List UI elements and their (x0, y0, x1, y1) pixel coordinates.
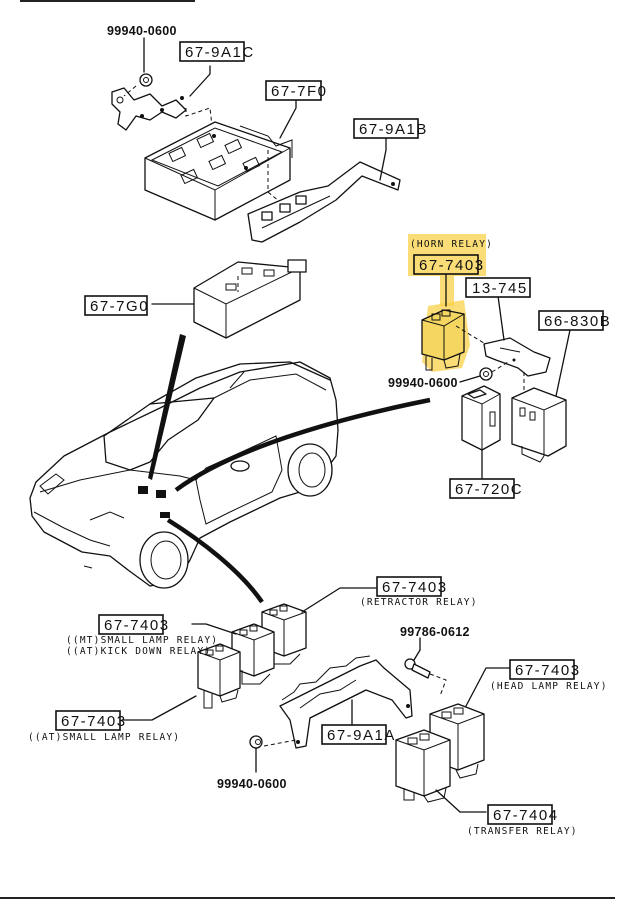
part-number-text: 67-7404 (493, 807, 559, 824)
nut-icon (139, 73, 153, 87)
label-nut-top: 99940-0600 (107, 24, 177, 38)
label-bracket-67-9a1c[interactable]: 67-9A1C (179, 41, 255, 62)
part-number-text: 67-9A1C (185, 44, 255, 61)
part-number-text: 99786-0612 (400, 625, 470, 639)
relay-group-left (121, 587, 377, 721)
label-bracket-67-9a1a[interactable]: 67-9A1A (321, 724, 396, 745)
label-unit-66-830b[interactable]: 66-830B (538, 310, 611, 331)
part-number-text: 99940-0600 (388, 376, 458, 390)
unit-67-7g0 (151, 259, 307, 339)
part-number-text: 13-745 (472, 280, 528, 297)
part-number-text: 67-9A1A (327, 727, 396, 744)
part-number-text: 67-7G0 (90, 298, 149, 315)
label-transfer-relay[interactable]: 67-7404 (TRANSFER RELAY) (467, 804, 578, 837)
unit-67-720c (461, 385, 501, 479)
part-number-text: 67-7403 (61, 713, 127, 730)
label-unit-67-7g0[interactable]: 67-7G0 (84, 295, 149, 316)
bracket-67-9a1c (111, 37, 213, 131)
bolt-99786-0612 (404, 637, 447, 697)
relay-caption-text: (HEAD LAMP RELAY) (490, 681, 608, 692)
relay-location-mark (156, 490, 166, 498)
label-bolt: 99786-0612 (400, 625, 470, 639)
label-bracket-67-9a1b[interactable]: 67-9A1B (353, 118, 428, 139)
unit-66-830b (511, 329, 571, 463)
part-number-text: 66-830B (544, 313, 611, 330)
label-head-lamp-relay[interactable]: 67-7403 (HEAD LAMP RELAY) (490, 659, 608, 692)
relay-location-mark (160, 512, 170, 518)
part-number-text: 67-720C (455, 481, 523, 498)
car-illustration (29, 361, 339, 589)
label-horn-relay[interactable]: (HORN RELAY) 67-7403 (410, 239, 493, 275)
bracket-67-9a1b (247, 137, 401, 243)
part-number-text: 99940-0600 (217, 777, 287, 791)
part-number-text: 99940-0600 (107, 24, 177, 38)
label-at-small-lamp-relay[interactable]: 67-7403 ((AT)SMALL LAMP RELAY) (28, 710, 180, 743)
label-bracket-13-745[interactable]: 13-745 (465, 277, 531, 298)
part-number-text: 67-7403 (419, 257, 485, 274)
relay-location-mark (138, 486, 148, 494)
relay-caption-text: (HORN RELAY) (410, 239, 493, 250)
nut-bottom (249, 735, 297, 773)
label-nut-bottom: 99940-0600 (217, 777, 287, 791)
part-number-text: 67-9A1B (359, 121, 428, 138)
part-number-text: 67-7403 (104, 617, 170, 634)
relay-caption-text: ((AT)SMALL LAMP RELAY) (28, 732, 180, 743)
relay-caption-text: (RETRACTOR RELAY) (360, 597, 478, 608)
label-fuse-box-67-7f0[interactable]: 67-7F0 (265, 80, 328, 101)
label-unit-67-720c[interactable]: 67-720C (449, 478, 523, 499)
nut-mid (459, 361, 509, 383)
location-leader-lines (148, 334, 431, 604)
part-number-text: 67-7403 (382, 579, 448, 596)
label-retractor-relay[interactable]: 67-7403 (RETRACTOR RELAY) (360, 576, 478, 608)
fuse-box-67-7f0 (144, 99, 297, 221)
relay-group-right (395, 667, 511, 813)
label-mt-small-lamp-relay[interactable]: 67-7403 ((MT)SMALL LAMP RELAY) ((AT)KICK… (66, 614, 218, 657)
label-nut-mid: 99940-0600 (388, 376, 458, 390)
nut-icon (479, 367, 493, 381)
horn-relay (421, 273, 465, 371)
part-number-text: 67-7403 (515, 662, 581, 679)
relay-caption-text: ((MT)SMALL LAMP RELAY) (66, 635, 218, 646)
relay-caption-text: ((AT)KICK DOWN RELAY) (66, 646, 211, 657)
bracket-67-9a1a (279, 655, 413, 749)
part-number-text: 67-7F0 (271, 83, 328, 100)
relay-caption-text: (TRANSFER RELAY) (467, 826, 578, 837)
